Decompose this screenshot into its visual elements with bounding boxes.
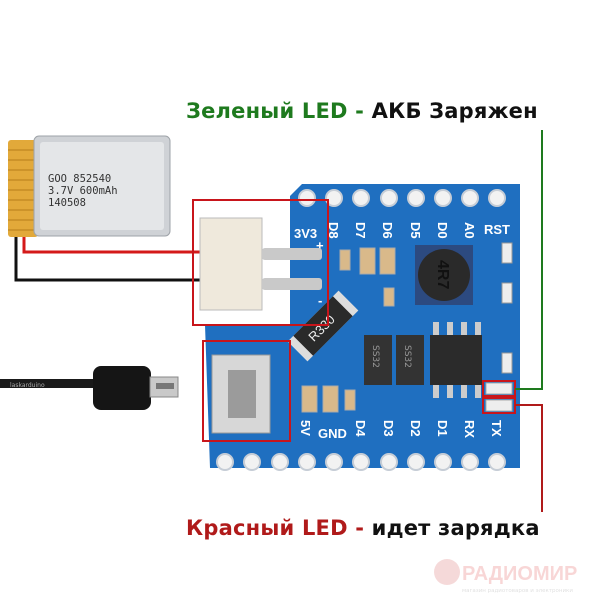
diode-marking: SS32: [370, 345, 380, 368]
green-led-caption: Зеленый LED - АКБ Заряжен: [186, 99, 538, 123]
pin-label-3v3: 3V3: [294, 226, 317, 241]
pin-label-rst: RST: [484, 222, 510, 237]
watermark-name: РАДИОМИР: [462, 563, 577, 585]
watermark-tagline: магазин радиотоваров и электроники: [462, 588, 573, 594]
battery-shield-pcb: 3V3 + - D8 D7 D6 D5 D0 A0 RST 5V GND D4 …: [199, 184, 520, 471]
red-led-caption-text: идет зарядка: [371, 516, 540, 540]
pin-label-d5: D5: [408, 222, 423, 239]
plus-sign: +: [316, 238, 324, 253]
pin-label-gnd: GND: [318, 426, 347, 441]
top-pin-holes: [298, 189, 506, 207]
green-led-caption-text: АКБ Заряжен: [371, 99, 538, 123]
lipo-battery: GOO 852540 3.7V 600mAh 140508: [8, 135, 171, 237]
micro-usb-port: [211, 354, 271, 434]
pin-label-d7: D7: [353, 222, 368, 239]
pin-label-d8: D8: [326, 222, 341, 239]
red-led-caption-dash: -: [347, 516, 372, 540]
usb-highlight: [202, 340, 291, 442]
bottom-pin-holes: [216, 453, 506, 471]
jst-connector: [199, 217, 322, 311]
charger-ic: [430, 335, 482, 385]
pin-label-d2: D2: [408, 420, 423, 437]
connector-highlight: [192, 199, 329, 326]
green-led: [485, 382, 513, 395]
cable-label: laskarduino: [10, 382, 45, 389]
pin-label-d6: D6: [380, 222, 395, 239]
inductor-marking: 4R7: [434, 260, 451, 289]
pin-label-5v: 5V: [298, 420, 313, 436]
diodes: SS32 SS32: [364, 335, 424, 385]
pin-label-tx: TX: [489, 420, 504, 437]
pin-label-rx: RX: [462, 420, 477, 438]
battery-label-line3: 140508: [48, 197, 86, 209]
minus-sign: -: [318, 293, 322, 308]
pin-label-d3: D3: [381, 420, 396, 437]
red-led-caption-prefix: Красный LED: [186, 516, 348, 540]
green-led-caption-dash: -: [347, 99, 372, 123]
pin-label-d4: D4: [353, 420, 368, 437]
pin-label-d0: D0: [435, 222, 450, 239]
battery-label-line1: GOO 852540: [48, 173, 111, 185]
watermark: РАДИОМИР магазин радиотоваров и электрон…: [434, 559, 577, 594]
battery-label-line2: 3.7V 600mAh: [48, 185, 118, 197]
usb-cable: laskarduino: [0, 366, 179, 410]
red-led: [485, 399, 513, 412]
battery-black-wire: [14, 235, 212, 282]
diode-marking: SS32: [402, 345, 412, 368]
green-callout-line: [515, 130, 543, 390]
pin-label-a0: A0: [462, 222, 477, 239]
pin-label-d1: D1: [435, 420, 450, 437]
red-callout-line: [515, 404, 543, 512]
green-led-caption-prefix: Зеленый LED: [186, 99, 348, 123]
battery-red-wire: [22, 235, 212, 254]
inductor: 4R7: [415, 245, 473, 305]
red-led-caption: Красный LED - идет зарядка: [186, 516, 540, 540]
